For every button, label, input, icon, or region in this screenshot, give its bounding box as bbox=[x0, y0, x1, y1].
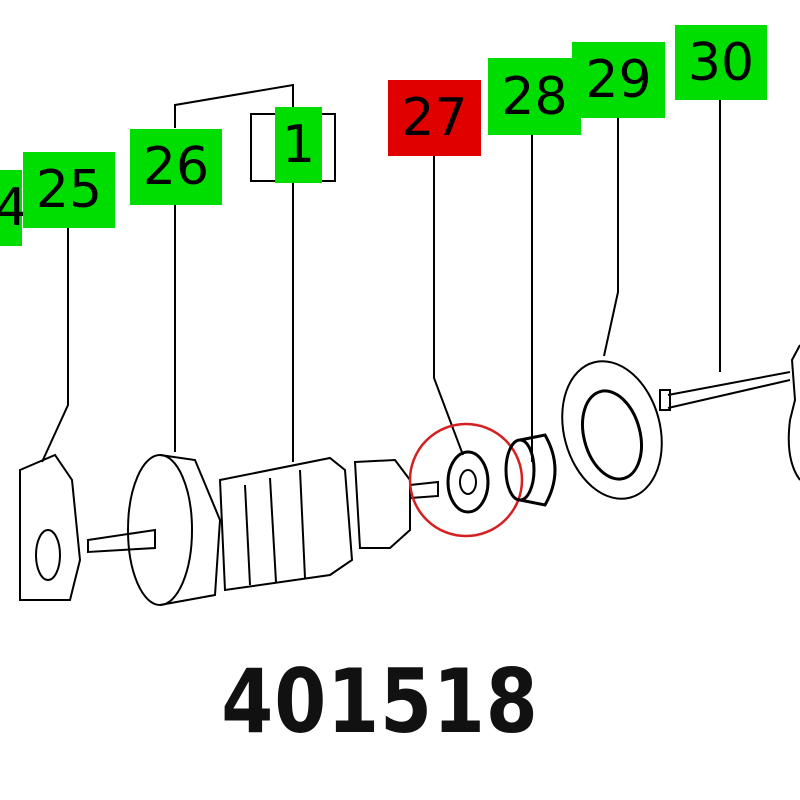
leader-line-27 bbox=[433, 156, 464, 456]
part-25-hole bbox=[35, 529, 61, 581]
part-26-fan-body bbox=[159, 454, 222, 606]
right-edge-part bbox=[787, 344, 800, 481]
part-26-fan bbox=[127, 454, 193, 606]
selected-part-highlight bbox=[408, 422, 524, 538]
callout-1[interactable]: 1 bbox=[275, 107, 322, 183]
callout-26[interactable]: 26 bbox=[130, 129, 222, 205]
part-29-washer bbox=[561, 360, 663, 500]
leader-line-29 bbox=[603, 118, 619, 357]
part-number: 401518 bbox=[221, 650, 539, 753]
part-1-commutator bbox=[353, 458, 411, 549]
callout-29[interactable]: 29 bbox=[572, 42, 665, 118]
part-27-bearing bbox=[446, 450, 490, 514]
shaft-tip bbox=[87, 528, 156, 554]
callout-30[interactable]: 30 bbox=[675, 25, 767, 100]
callout-25[interactable]: 25 bbox=[23, 152, 115, 228]
callout-28[interactable]: 28 bbox=[488, 58, 581, 135]
part-25-plate bbox=[19, 453, 82, 601]
bracket-line-26-1 bbox=[174, 83, 294, 128]
part-1-armature bbox=[218, 456, 354, 592]
leader-line-25 bbox=[41, 228, 69, 463]
callout-27[interactable]: 27 bbox=[388, 80, 481, 156]
part-30-screw bbox=[667, 371, 791, 409]
callout-24[interactable]: 4 bbox=[0, 170, 28, 246]
part-1-shaft-end bbox=[409, 480, 439, 500]
